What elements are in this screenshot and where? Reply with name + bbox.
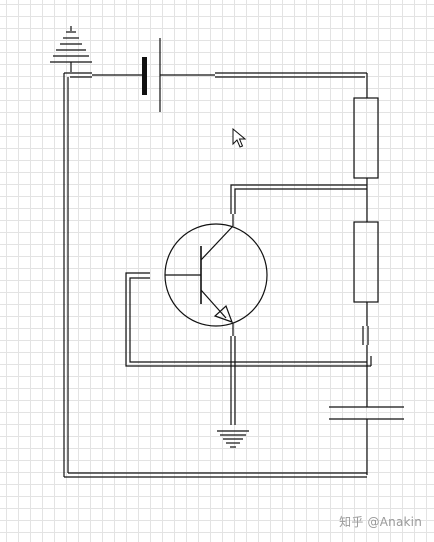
mouse-pointer-icon bbox=[232, 128, 246, 148]
capacitor-symbol[interactable] bbox=[329, 366, 404, 475]
wire-right-lower[interactable] bbox=[362, 302, 372, 366]
wire-base-loop[interactable] bbox=[125, 272, 371, 367]
resistor-2[interactable] bbox=[353, 221, 379, 303]
resistor-1[interactable] bbox=[353, 97, 379, 179]
ground-symbol-top-left[interactable] bbox=[50, 26, 92, 72]
battery-symbol[interactable] bbox=[142, 38, 161, 112]
wire-return-loop[interactable] bbox=[63, 73, 367, 478]
wire-top-right[interactable] bbox=[160, 72, 368, 98]
wire-collector[interactable] bbox=[230, 184, 367, 214]
ground-symbol-bottom[interactable] bbox=[217, 430, 249, 448]
watermark-text: 知乎 @Anakin bbox=[339, 515, 422, 529]
npn-transistor[interactable] bbox=[164, 214, 268, 336]
wire-top-left[interactable] bbox=[64, 72, 144, 78]
wire-emitter[interactable] bbox=[230, 336, 236, 425]
